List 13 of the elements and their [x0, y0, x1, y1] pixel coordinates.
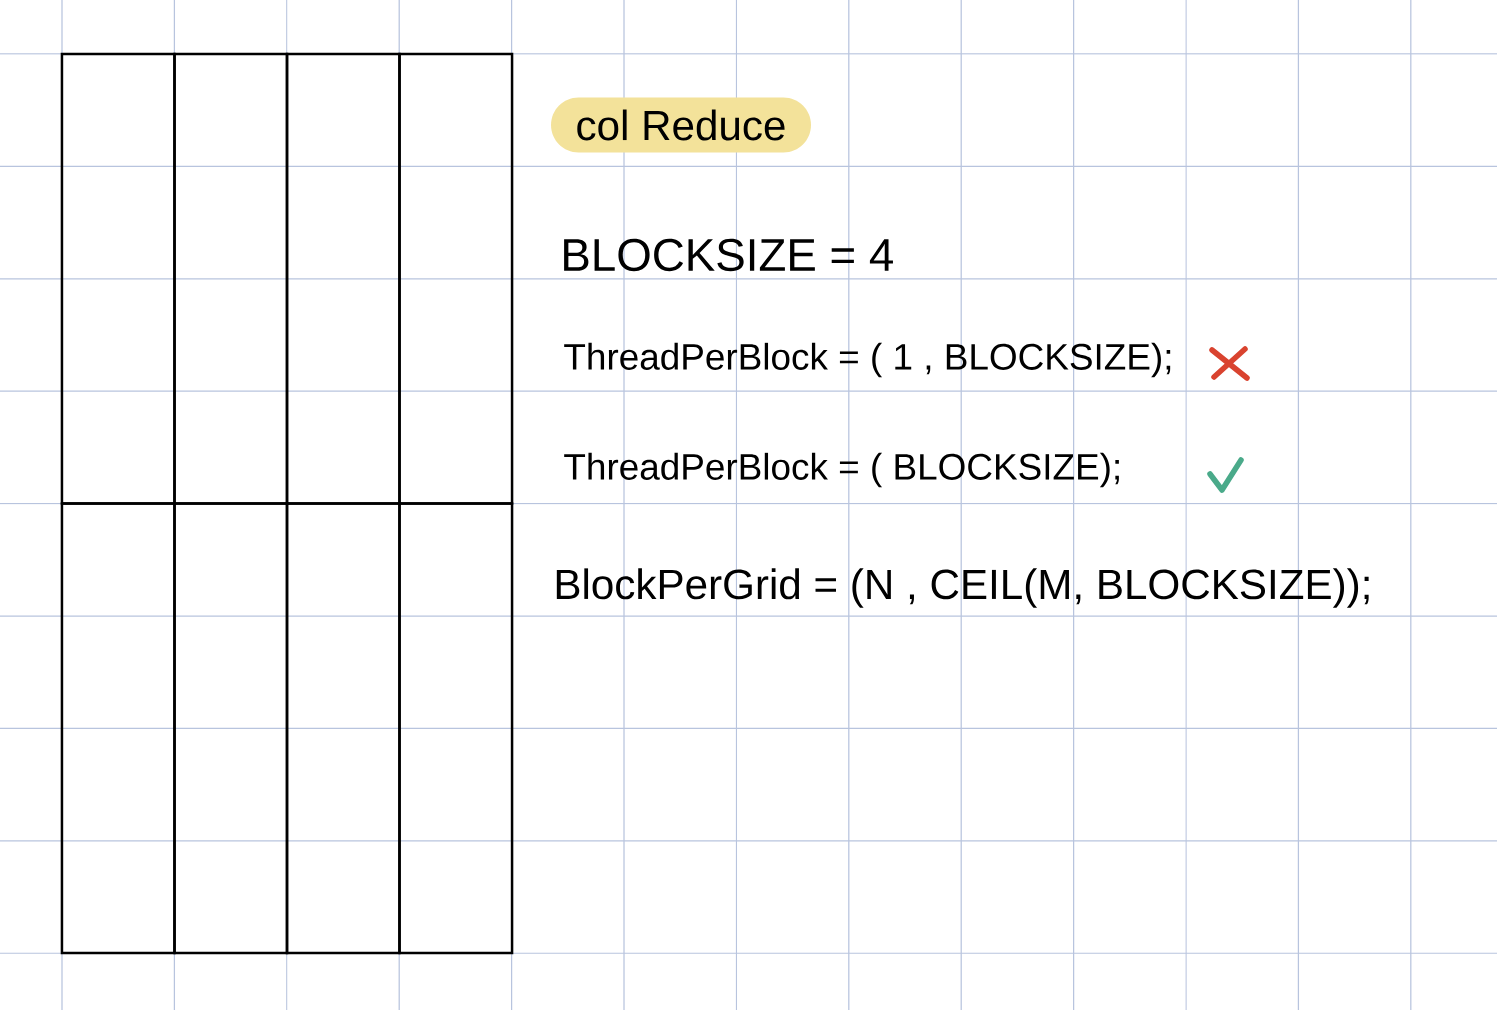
code-line: ThreadPerBlock = ( BLOCKSIZE);	[564, 452, 1119, 488]
matrix-cell	[398, 52, 514, 505]
matrix-cell	[173, 52, 289, 505]
matrix-cell	[60, 502, 176, 955]
highlighted-title: col Reduce	[551, 97, 811, 153]
matrix-cell	[285, 52, 401, 505]
code-line: BLOCKSIZE = 4	[564, 238, 893, 272]
code-line: ThreadPerBlock = ( 1 , BLOCKSIZE);	[564, 342, 1171, 378]
code-line: BlockPerGrid = (N , CEIL(M, BLOCKSIZE));	[556, 568, 1369, 608]
matrix-cell	[60, 52, 176, 505]
matrix-cell	[285, 502, 401, 955]
matrix-cell	[173, 502, 289, 955]
matrix-cell	[398, 502, 514, 955]
